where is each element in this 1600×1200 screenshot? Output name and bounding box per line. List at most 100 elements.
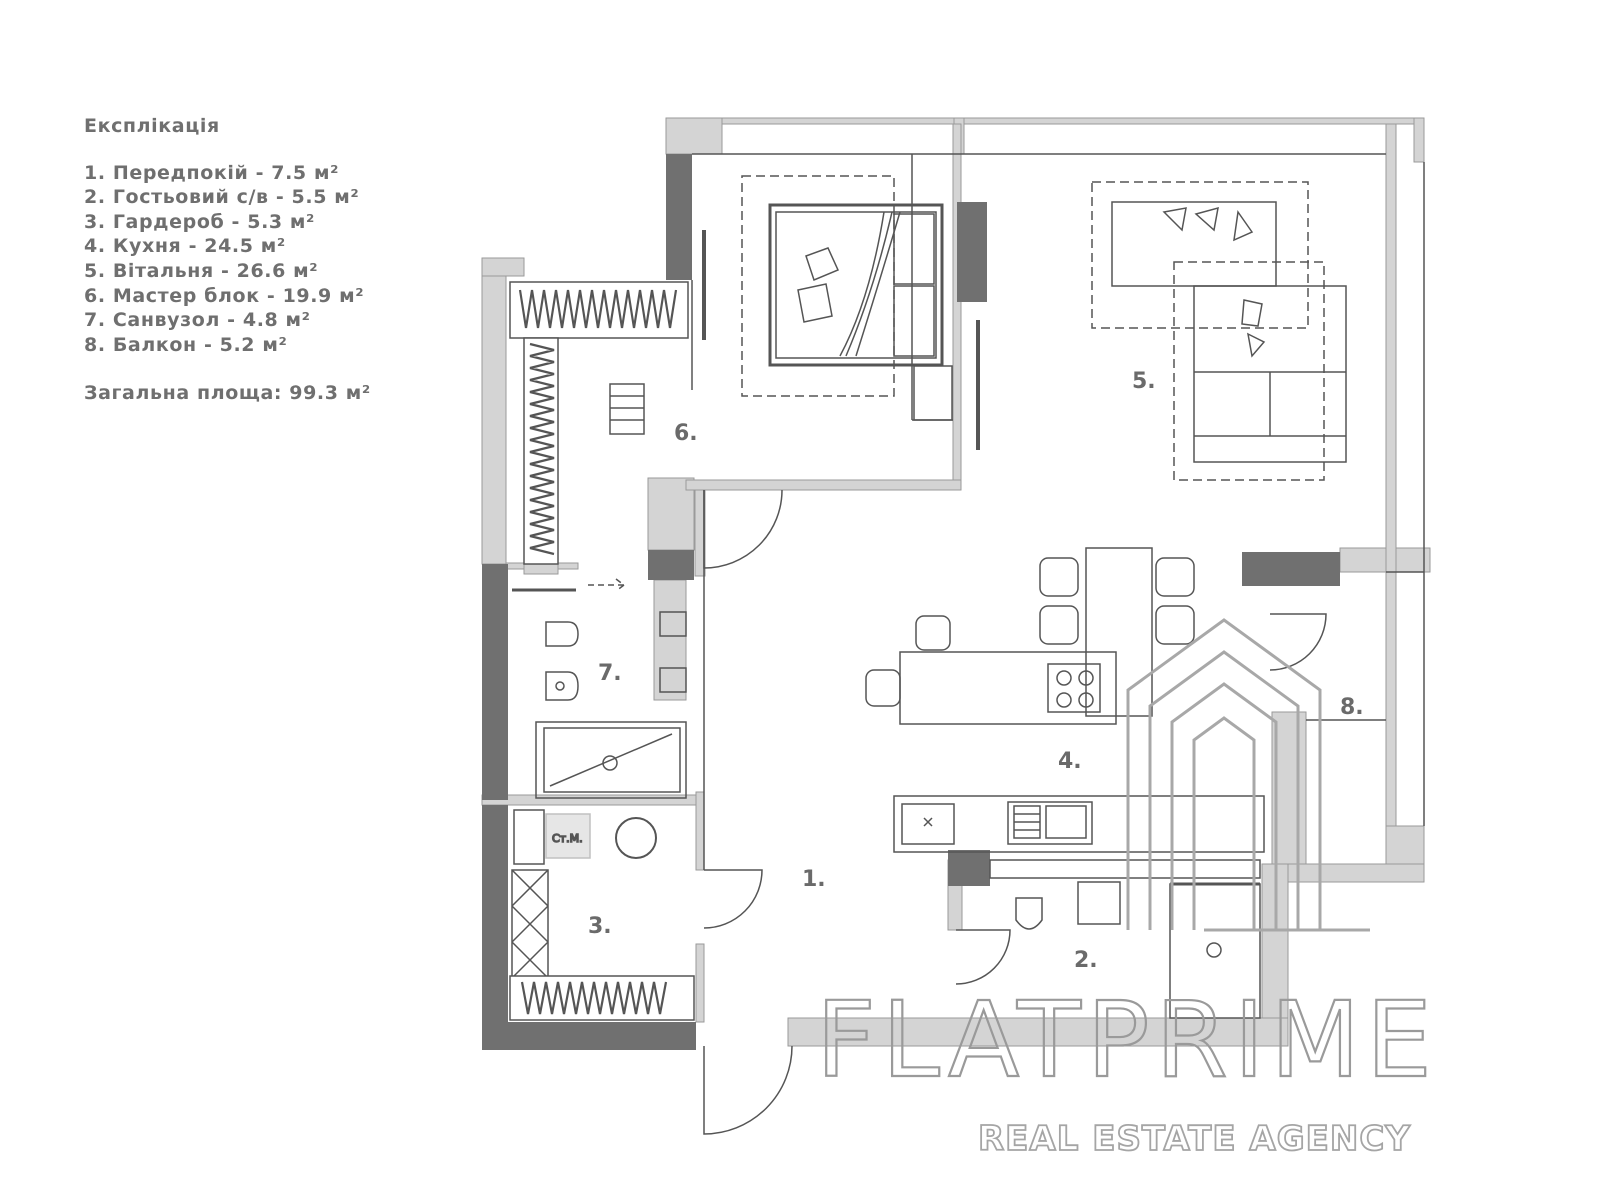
living-sofa: [1091, 181, 1347, 481]
sink-bowl-2: [1045, 805, 1087, 839]
door-master: [703, 489, 783, 569]
washer-drum: [615, 817, 657, 859]
wall-bath-bottom: [481, 794, 697, 806]
watermark: FLATPRIME REAL ESTATE AGENCY: [815, 618, 1438, 1160]
room-label-guest-bathroom: 2.: [1074, 948, 1098, 973]
toilet-2: [1015, 897, 1043, 930]
wall-bath-left-dark: [482, 564, 508, 800]
doors: [703, 489, 1327, 1135]
closet-side-hangers: [529, 342, 555, 556]
legend-item-guest-bathroom: 2. Гостьовий с/в - 5.5 м²: [84, 186, 360, 209]
guest-bathroom-2: [989, 859, 1261, 1019]
master-closet-hangers: [509, 281, 689, 565]
wall-pier-dark: [957, 202, 987, 302]
watermark-logo: [1126, 618, 1370, 932]
washer-label: Ст.М.: [552, 832, 583, 845]
shower-drain: [1206, 942, 1222, 958]
wall-wardrobe-bottom-dark: [482, 1022, 696, 1050]
slide-arrow: [588, 578, 626, 592]
door-balcony: [1269, 613, 1327, 671]
master-bed: [741, 175, 953, 421]
mattress: [775, 211, 937, 359]
wardrobe-cabinet: [513, 809, 545, 865]
counter-body: [893, 795, 1265, 853]
toilet-7: [545, 621, 579, 647]
bed-frame: [768, 203, 944, 367]
chair-2: [1039, 605, 1079, 645]
room-label-kitchen: 4.: [1058, 749, 1082, 774]
chair-3: [1155, 557, 1195, 597]
legend-item-wardrobe: 3. Гардероб - 5.3 м²: [84, 210, 315, 233]
cooktop: [1047, 663, 1101, 713]
logo-house-outer: [1126, 618, 1322, 930]
chair-5: [915, 615, 951, 651]
bath-curtain: [549, 733, 673, 787]
closet-top-hangers: [518, 289, 678, 329]
counter-appliance: [901, 803, 955, 845]
door-entrance: [703, 1045, 793, 1135]
cushion-2: [797, 283, 833, 323]
pillow-1: [893, 213, 935, 285]
cushion-1: [805, 247, 840, 282]
washbasin-1: [659, 611, 687, 637]
legend-item-hallway: 1. Передпокій - 7.5 м²: [84, 161, 340, 184]
kitchen-counter: [893, 795, 1265, 853]
bathtub: [535, 721, 687, 799]
wall-balcony-top: [1339, 547, 1431, 573]
dining-table: [1085, 547, 1153, 717]
bidet-drain: [555, 681, 565, 691]
wall-top-right-corner: [1413, 117, 1425, 163]
sofa-chaise: [1193, 285, 1347, 463]
legend-list: 1. Передпокій - 7.5 м² 2. Гостьовий с/в …: [84, 161, 371, 358]
pillow-2: [893, 285, 935, 357]
explication-legend: Експлікація 1. Передпокій - 7.5 м² 2. Го…: [84, 114, 371, 406]
watermark-brand: FLATPRIME: [816, 979, 1438, 1101]
logo-house-inner: [1170, 682, 1278, 930]
legend-item-master-block: 6. Мастер блок - 19.9 м²: [84, 284, 365, 307]
sofa-back: [1111, 201, 1277, 287]
burner-3: [1056, 692, 1072, 708]
dark-walls: [482, 154, 1340, 1050]
wall-left-upper: [481, 275, 507, 565]
guest-shelf: [989, 859, 1261, 879]
bath-vanity: [653, 579, 687, 701]
wall-balcony-left: [1271, 711, 1307, 883]
living-rug-1: [1091, 181, 1309, 329]
sofa-cushions: [1162, 206, 1266, 358]
door-guest: [955, 929, 1011, 985]
room-label-hallway: 1.: [802, 867, 826, 892]
plan-lines: Ст.М. 1. 2. 3. 4. 5.: [481, 117, 1431, 1135]
watermark-tagline: REAL ESTATE AGENCY: [978, 1119, 1411, 1159]
legend-item-bathroom: 7. Санвузол - 4.8 м²: [84, 309, 311, 332]
nightstand: [913, 365, 953, 421]
wall-wardrobe-right-lower: [695, 943, 705, 1023]
chair-6: [865, 669, 901, 707]
bathroom-7: [512, 578, 687, 799]
blanket-folds: [839, 211, 901, 357]
dresser: [609, 383, 645, 435]
chair-1: [1039, 557, 1079, 597]
dresser-body: [609, 383, 645, 435]
kitchen-island: [899, 651, 1117, 725]
burner-2: [1078, 670, 1094, 686]
legend-item-kitchen: 4. Кухня - 24.5 м²: [84, 235, 286, 258]
room-label-bathroom: 7.: [598, 661, 622, 686]
wall-guest-corner-dark: [948, 850, 990, 886]
counter-x: [923, 817, 933, 827]
kitchen-dining: [865, 547, 1195, 725]
sink: [1007, 801, 1093, 845]
rug-outline: [741, 175, 895, 397]
bath-shaft-dark: [648, 550, 694, 580]
wall-window-right: [1385, 123, 1397, 855]
legend-total-area: Загальна площа: 99.3 м²: [84, 382, 371, 405]
wall-master-left-dark: [666, 154, 692, 280]
bathtub-inner: [543, 727, 681, 793]
room-label-balcony: 8.: [1340, 695, 1364, 720]
wall-left-top: [481, 257, 525, 277]
living-rug-2: [1173, 261, 1325, 481]
chair-4: [1155, 605, 1195, 645]
wall-wardrobe-left-dark: [482, 805, 508, 1029]
wall-kitchen-corner-dark: [1242, 552, 1340, 586]
closet-top: [509, 281, 689, 339]
